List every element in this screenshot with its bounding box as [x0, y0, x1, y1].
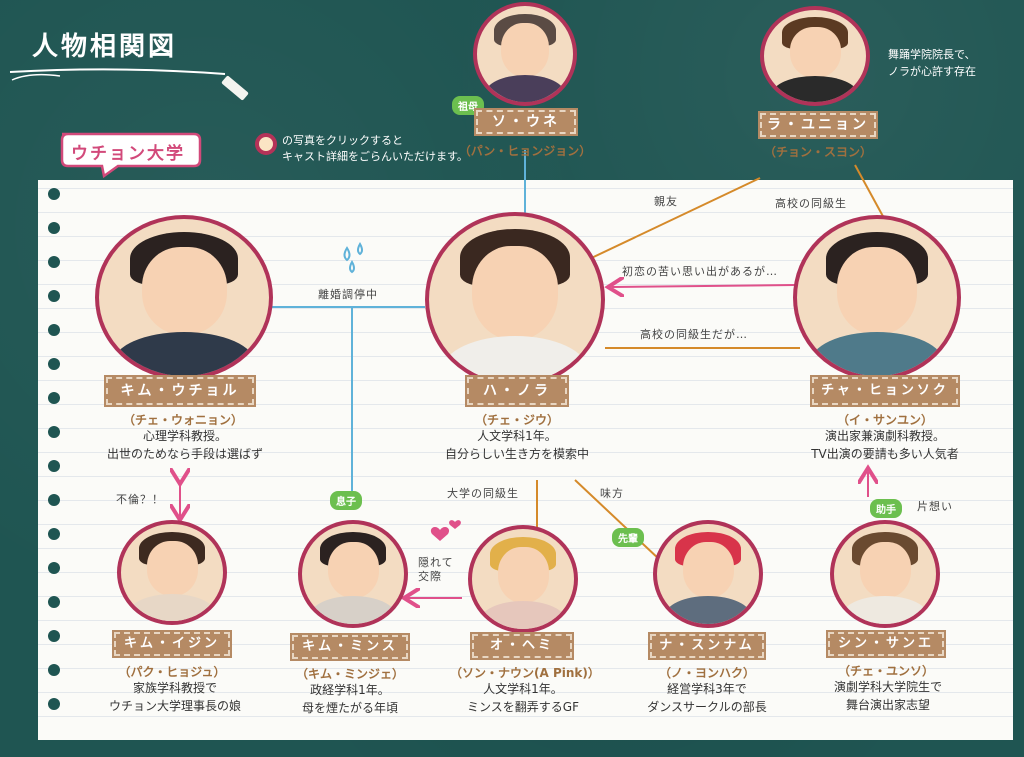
nameplate-ha-nora: ハ・ノラ — [465, 375, 569, 407]
actor-na-sunam: （ノ・ヨンハク） — [658, 666, 755, 680]
nameplate-shin-sanhe: シン・サンエ — [826, 630, 946, 658]
university-label: ウチョン大学 — [58, 132, 208, 178]
relation-label-koko-dokyusei-daga: 高校の同級生だが… — [640, 328, 748, 341]
relation-label-koko-dokyusei: 高校の同級生 — [775, 197, 847, 210]
binder-holes — [48, 188, 62, 732]
nameplate-kim-ijin: キム・イジン — [112, 630, 232, 658]
nameplate-o-hemi: オ・ヘミ — [470, 632, 574, 660]
nameplate-na-sunam: ナ・スンナム — [648, 632, 766, 660]
photo-kim-ijin[interactable] — [117, 520, 227, 625]
desc-kim-ijin: 家族学科教授で ウチョン大学理事長の娘 — [108, 681, 241, 713]
badge-joshu: 助手 — [870, 499, 902, 518]
actor-so-une: （パン・ヒョンジョン） — [458, 144, 592, 158]
relation-label-daigaku-dokyusei: 大学の同級生 — [447, 487, 519, 500]
desc-o-hemi: 人文学科1年。 ミンスを翻弄するGF — [467, 682, 579, 714]
nameplate-kim-uchol: キム・ウチョル — [104, 375, 256, 407]
relation-label-hatsukoi: 初恋の苦い思い出があるが… — [622, 265, 778, 278]
relation-label-kakurete: 隠れて 交際 — [418, 556, 454, 583]
desc-na-sunam: 経営学科3年で ダンスサークルの部長 — [647, 682, 767, 714]
nameplate-ra-yunion: ラ・ユニョン — [758, 111, 878, 139]
photo-so-une[interactable] — [473, 2, 577, 106]
actor-ha-nora: （チェ・ジウ） — [474, 413, 559, 427]
desc-shin-sanhe: 演劇学科大学院生で 舞台演出家志望 — [833, 680, 942, 712]
nameplate-cha-hyonsok: チャ・ヒョンソク — [810, 375, 960, 407]
university-label-text: ウチョン大学 — [71, 144, 185, 164]
photo-ra-yunion[interactable] — [760, 6, 870, 106]
relation-label-mikata: 味方 — [600, 487, 624, 500]
relation-label-furin: 不倫？！ — [116, 493, 164, 506]
relation-label-kataomoi: 片想い — [917, 500, 953, 513]
photo-kim-minsu[interactable] — [298, 520, 408, 628]
nameplate-kim-minsu: キム・ミンス — [290, 633, 410, 661]
nameplate-so-une: ソ・ウネ — [474, 108, 578, 136]
actor-shin-sanhe: （チェ・ユンソ） — [837, 664, 934, 678]
photo-legend-dot — [255, 133, 277, 155]
desc-ha-nora: 人文学科1年。 自分らしい生き方を模索中 — [444, 429, 589, 461]
desc-kim-uchol: 心理学科教授。 出世のためなら手段は選ばず — [106, 429, 263, 461]
actor-ra-yunion: （チョン・スヨン） — [763, 145, 872, 159]
actor-kim-ijin: （パク・ヒョジュ） — [118, 665, 226, 679]
photo-na-sunam[interactable] — [653, 520, 763, 628]
chalk-underline — [9, 68, 249, 101]
desc-ra-yunion: 舞踊学院院長で、 ノラが心許す存在 — [888, 48, 976, 78]
relation-label-shinyu: 親友 — [654, 195, 678, 208]
badge-musuko: 息子 — [330, 491, 362, 510]
actor-kim-minsu: （キム・ミンジェ） — [295, 667, 404, 681]
badge-senpai: 先輩 — [612, 528, 644, 547]
photo-o-hemi[interactable] — [468, 525, 578, 633]
page-title: 人物相関図 — [32, 32, 178, 62]
actor-cha-hyonsok: （イ・サンユン） — [836, 413, 933, 427]
photo-shin-sanhe[interactable] — [830, 520, 940, 628]
relation-label-rikon: 離婚調停中 — [318, 288, 378, 301]
desc-cha-hyonsok: 演出家兼演劇科教授。 TV出演の要請も多い人気者 — [811, 429, 959, 461]
sweat-drop-icon — [343, 241, 363, 274]
photo-cha-hyonsok[interactable] — [793, 215, 961, 380]
actor-o-hemi: （ソン・ナウン(A Pink)） — [450, 666, 600, 680]
heart-icon — [430, 520, 461, 541]
photo-kim-uchol[interactable] — [95, 215, 273, 380]
actor-kim-uchol: （チェ・ウォニョン） — [122, 413, 243, 427]
click-hint-text: の写真をクリックすると キャスト詳細をごらんいただけます。 — [282, 134, 468, 163]
desc-kim-minsu: 政経学科1年。 母を煙たがる年頃 — [301, 683, 398, 715]
photo-ha-nora[interactable] — [425, 212, 605, 387]
